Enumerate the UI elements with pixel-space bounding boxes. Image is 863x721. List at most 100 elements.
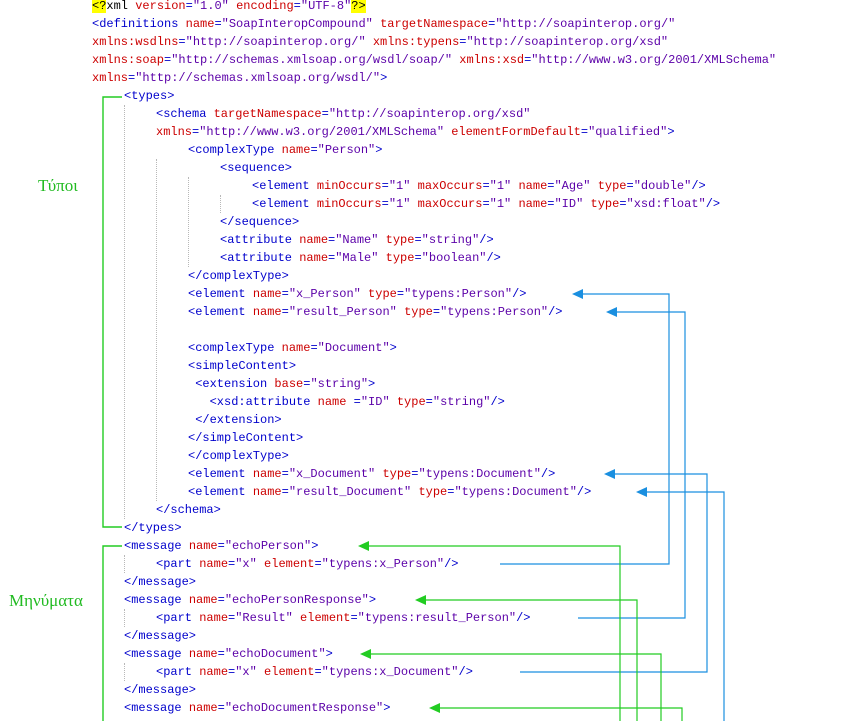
code-token: <definitions xyxy=(92,17,186,31)
code-token: "typens:x_Person" xyxy=(321,557,445,571)
code-line: xmlns:wsdlns="http://soapinterop.org/" x… xyxy=(92,33,668,51)
code-token: name xyxy=(199,557,229,571)
code-token: <schema xyxy=(156,107,214,121)
code-token: > xyxy=(375,143,383,157)
code-line: <?xml version="1.0" encoding="UTF-8"?> xyxy=(92,0,366,15)
label-messages: Μηνύματα xyxy=(9,591,83,610)
code-token: = xyxy=(411,467,419,481)
code-token: = xyxy=(281,305,289,319)
code-token: <element xyxy=(188,305,253,319)
code-token: </message> xyxy=(124,683,197,697)
code-token: <complexType xyxy=(188,341,282,355)
code-token: "http://schemas.xmlsoap.org/wsdl/soap/" xyxy=(171,53,453,67)
code-token: /> xyxy=(705,197,721,211)
code-token: type xyxy=(590,197,620,211)
code-token: = xyxy=(281,485,289,499)
code-token: <message xyxy=(124,593,189,607)
label-types: Τύποι xyxy=(38,176,78,195)
code-line: <sequence> xyxy=(220,159,292,177)
code-line: <xsd:attribute name ="ID" type="string"/… xyxy=(188,393,505,411)
element-indent-guide xyxy=(220,195,221,213)
code-token: "typens:result_Person" xyxy=(357,611,517,625)
code-token: = xyxy=(547,179,555,193)
code-token: = xyxy=(178,35,186,49)
code-token: "http://www.w3.org/2001/XMLSchema" xyxy=(531,53,777,67)
code-token: = xyxy=(128,71,136,85)
code-token: <element xyxy=(252,179,317,193)
code-token: = xyxy=(482,197,490,211)
code-token: type xyxy=(396,395,426,409)
code-token: = xyxy=(164,53,172,67)
code-token: type xyxy=(385,251,415,265)
code-token: "1" xyxy=(489,197,512,211)
code-token: version xyxy=(135,0,186,13)
code-token: = xyxy=(228,557,236,571)
code-token: = xyxy=(328,251,336,265)
code-token: = xyxy=(217,701,225,715)
code-token: "string" xyxy=(421,233,480,247)
code-line: <element minOccurs="1" maxOccurs="1" nam… xyxy=(252,177,706,195)
code-token: <attribute xyxy=(220,251,300,265)
message-indent-guide xyxy=(124,663,125,681)
code-token: "1.0" xyxy=(192,0,229,13)
code-token: > xyxy=(311,539,319,553)
code-line: <types> xyxy=(124,87,174,105)
code-token: minOccurs xyxy=(316,197,382,211)
code-token: name xyxy=(185,17,215,31)
code-token: elementFormDefault xyxy=(451,125,581,139)
code-token: name xyxy=(188,647,218,661)
code-line: <part name="x" element="typens:x_Documen… xyxy=(156,663,473,681)
code-token: xmlns:typens xyxy=(372,35,460,49)
code-token: > xyxy=(368,593,377,607)
code-token: </complexType> xyxy=(188,269,289,283)
code-token: /> xyxy=(444,557,459,571)
code-token: <? xyxy=(92,0,107,13)
code-token: /> xyxy=(516,611,531,625)
code-line: <complexType name="Document"> xyxy=(188,339,397,357)
code-token: <part xyxy=(156,557,200,571)
code-line: <part name="Result" element="typens:resu… xyxy=(156,609,531,627)
code-token: = xyxy=(459,35,467,49)
code-token: "x" xyxy=(235,665,257,679)
reference-arrow-line xyxy=(520,473,708,673)
code-token: = xyxy=(447,485,455,499)
code-token: name xyxy=(188,539,218,553)
code-line: <element name="x_Person" type="typens:Pe… xyxy=(188,285,527,303)
code-token: <xsd:attribute xyxy=(188,395,318,409)
code-line: </extension> xyxy=(188,411,281,429)
code-token: = xyxy=(425,395,433,409)
code-token: type xyxy=(382,467,412,481)
code-token: = xyxy=(310,341,318,355)
code-token: name xyxy=(252,305,282,319)
code-token: /> xyxy=(486,251,501,265)
code-token: "http://soapinterop.org/" xyxy=(495,17,676,31)
code-token: <complexType xyxy=(188,143,282,157)
code-token: <types> xyxy=(124,89,175,103)
code-token: "1" xyxy=(388,179,411,193)
code-token: "Document" xyxy=(317,341,390,355)
code-token: type xyxy=(597,179,627,193)
code-token: name xyxy=(518,197,548,211)
code-token: targetNamespace xyxy=(213,107,322,121)
code-token: name xyxy=(188,701,218,715)
code-line: </message> xyxy=(124,573,196,591)
code-token: "boolean" xyxy=(421,251,487,265)
code-line: </schema> xyxy=(156,501,221,519)
code-line: </complexType> xyxy=(188,267,289,285)
code-token: xmlns:xsd xyxy=(459,53,525,67)
code-token: = xyxy=(381,197,389,211)
code-token: "echoDocument" xyxy=(224,647,326,661)
code-token: <message xyxy=(124,647,189,661)
code-token: minOccurs xyxy=(316,179,382,193)
code-token: > xyxy=(368,377,376,391)
code-token: /> xyxy=(512,287,527,301)
code-token: /> xyxy=(548,305,563,319)
code-token: encoding xyxy=(236,0,294,13)
code-token: = xyxy=(214,17,222,31)
code-token: = xyxy=(228,665,236,679)
sequence-indent-guide xyxy=(188,177,189,267)
code-token: "result_Person" xyxy=(288,305,397,319)
code-token: > xyxy=(667,125,675,139)
code-token: element xyxy=(264,557,315,571)
